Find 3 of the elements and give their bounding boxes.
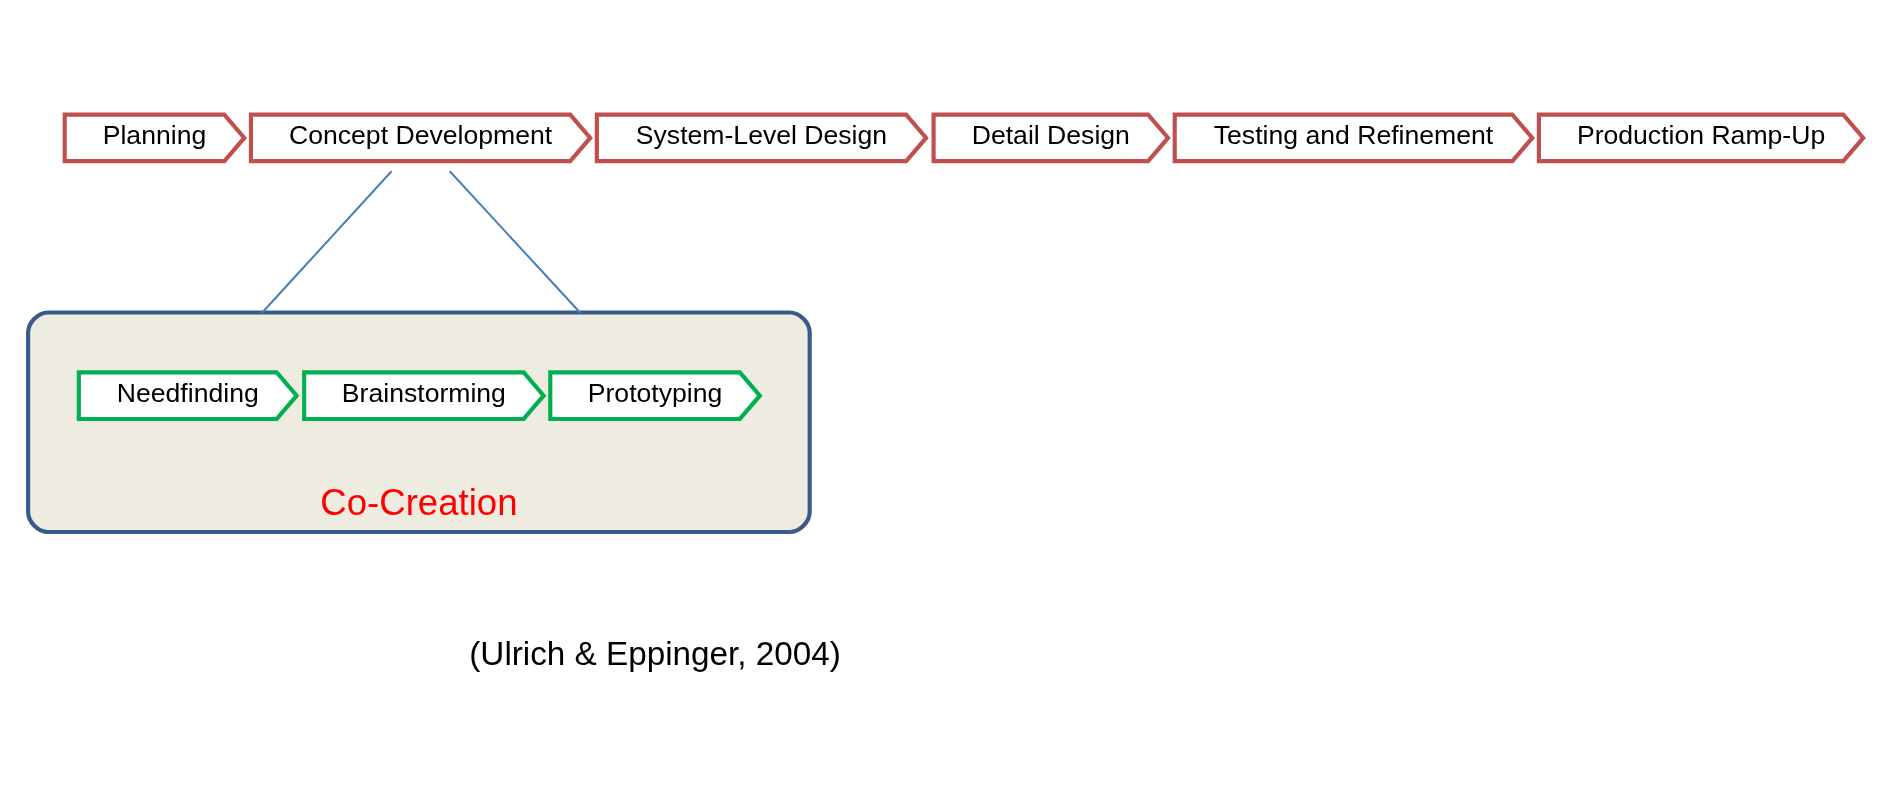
connector xyxy=(448,169,581,313)
label: (Ulrich & Eppinger, 2004) xyxy=(469,634,841,672)
connector xyxy=(261,169,393,313)
